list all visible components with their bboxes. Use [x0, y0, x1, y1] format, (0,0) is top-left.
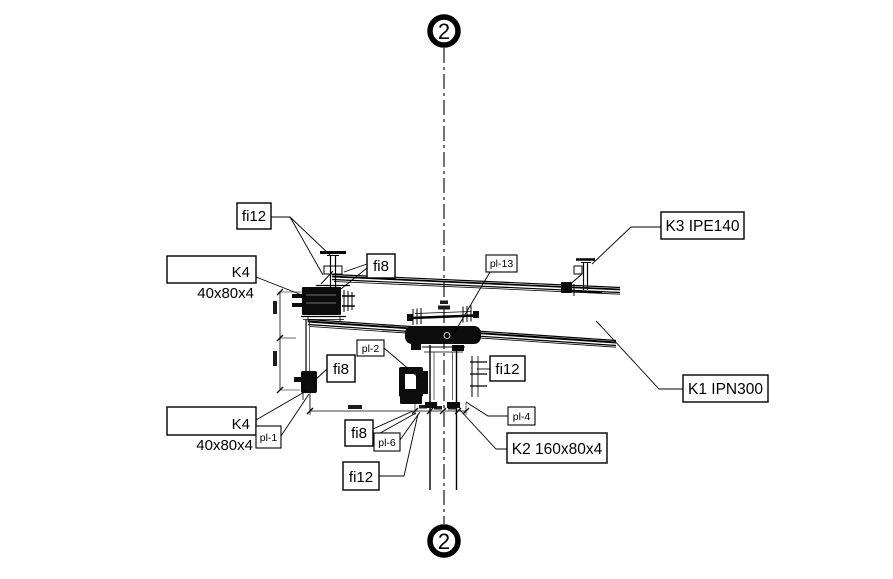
section-marker-bottom-number: 2 — [438, 529, 450, 554]
label-pl6: pl-6 — [373, 432, 401, 452]
label-k4-bottom: K4 40x80x4 — [166, 406, 257, 454]
left-anchor-assembly — [292, 251, 355, 413]
label-fi12-top-text: fi12 — [242, 208, 266, 225]
label-k4-top-name: K4 — [232, 264, 250, 281]
label-fi8-top: fi8 — [366, 253, 396, 279]
label-fi8-bottom: fi8 — [344, 419, 374, 447]
section-marker-bottom: 2 — [427, 524, 461, 558]
section-marker-top-number: 2 — [438, 19, 450, 44]
label-k2-text: K2 160x80x4 — [512, 441, 603, 458]
label-pl6-text: pl-6 — [378, 437, 396, 449]
label-pl4: pl-4 — [507, 406, 536, 426]
label-pl1: pl-1 — [255, 425, 282, 449]
label-k4-bottom-name: K4 — [232, 416, 250, 433]
label-pl13: pl-13 — [485, 254, 518, 273]
vertical-dimension-line — [273, 288, 302, 394]
label-k3-text: K3 IPE140 — [665, 218, 739, 235]
label-fi8-mid: fi8 — [326, 354, 356, 383]
label-fi12-bottom: fi12 — [342, 461, 380, 491]
center-connection-assembly — [399, 300, 487, 490]
label-fi12-mid: fi12 — [489, 355, 526, 382]
label-pl1-text: pl-1 — [260, 432, 278, 444]
label-pl2-text: pl-2 — [362, 343, 380, 355]
label-fi12-bottom-text: fi12 — [349, 469, 373, 486]
label-pl13-text: pl-13 — [490, 258, 514, 270]
label-fi8-bottom-text: fi8 — [351, 425, 367, 442]
label-k4-top-size: 40x80x4 — [197, 285, 254, 302]
section-marker-top: 2 — [427, 14, 461, 48]
label-k1-text: K1 IPN300 — [688, 381, 763, 398]
label-pl2: pl-2 — [356, 339, 385, 357]
label-pl4-text: pl-4 — [513, 411, 531, 423]
label-fi8-top-text: fi8 — [373, 258, 389, 275]
right-anchor-assembly — [561, 258, 603, 296]
label-k4-top: K4 40x80x4 — [166, 255, 257, 302]
label-k1: K1 IPN300 — [682, 374, 769, 403]
label-k3: K3 IPE140 — [660, 211, 745, 240]
label-k4-bottom-size: 40x80x4 — [196, 437, 253, 454]
label-fi12-mid-text: fi12 — [495, 361, 519, 378]
label-fi12-top: fi12 — [236, 202, 272, 230]
label-fi8-mid-text: fi8 — [333, 361, 349, 378]
label-k2: K2 160x80x4 — [506, 432, 608, 464]
